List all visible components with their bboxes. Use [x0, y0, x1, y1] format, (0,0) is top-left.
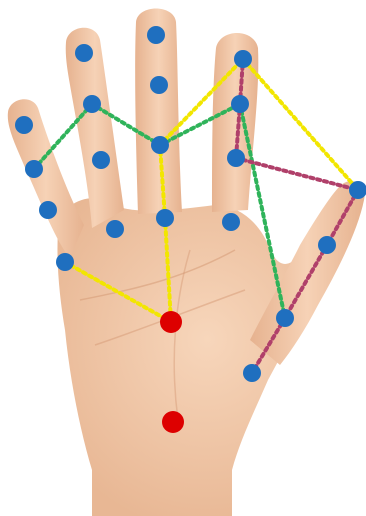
landmark-point	[318, 236, 336, 254]
landmark-point	[106, 220, 124, 238]
landmark-point	[243, 364, 261, 382]
landmark-point	[227, 149, 245, 167]
landmark-point	[56, 253, 74, 271]
landmark-point	[276, 309, 294, 327]
landmark-point	[75, 44, 93, 62]
landmark-point	[83, 95, 101, 113]
root-landmark-point	[162, 411, 184, 433]
root-landmark-point	[160, 311, 182, 333]
landmark-point	[151, 136, 169, 154]
landmark-point	[234, 50, 252, 68]
landmark-point	[25, 160, 43, 178]
landmark-point	[147, 26, 165, 44]
landmark-point	[150, 76, 168, 94]
landmark-point	[15, 116, 33, 134]
landmark-point	[222, 213, 240, 231]
landmark-point	[39, 201, 57, 219]
landmark-point	[231, 95, 249, 113]
landmark-point	[156, 209, 174, 227]
landmark-point	[92, 151, 110, 169]
